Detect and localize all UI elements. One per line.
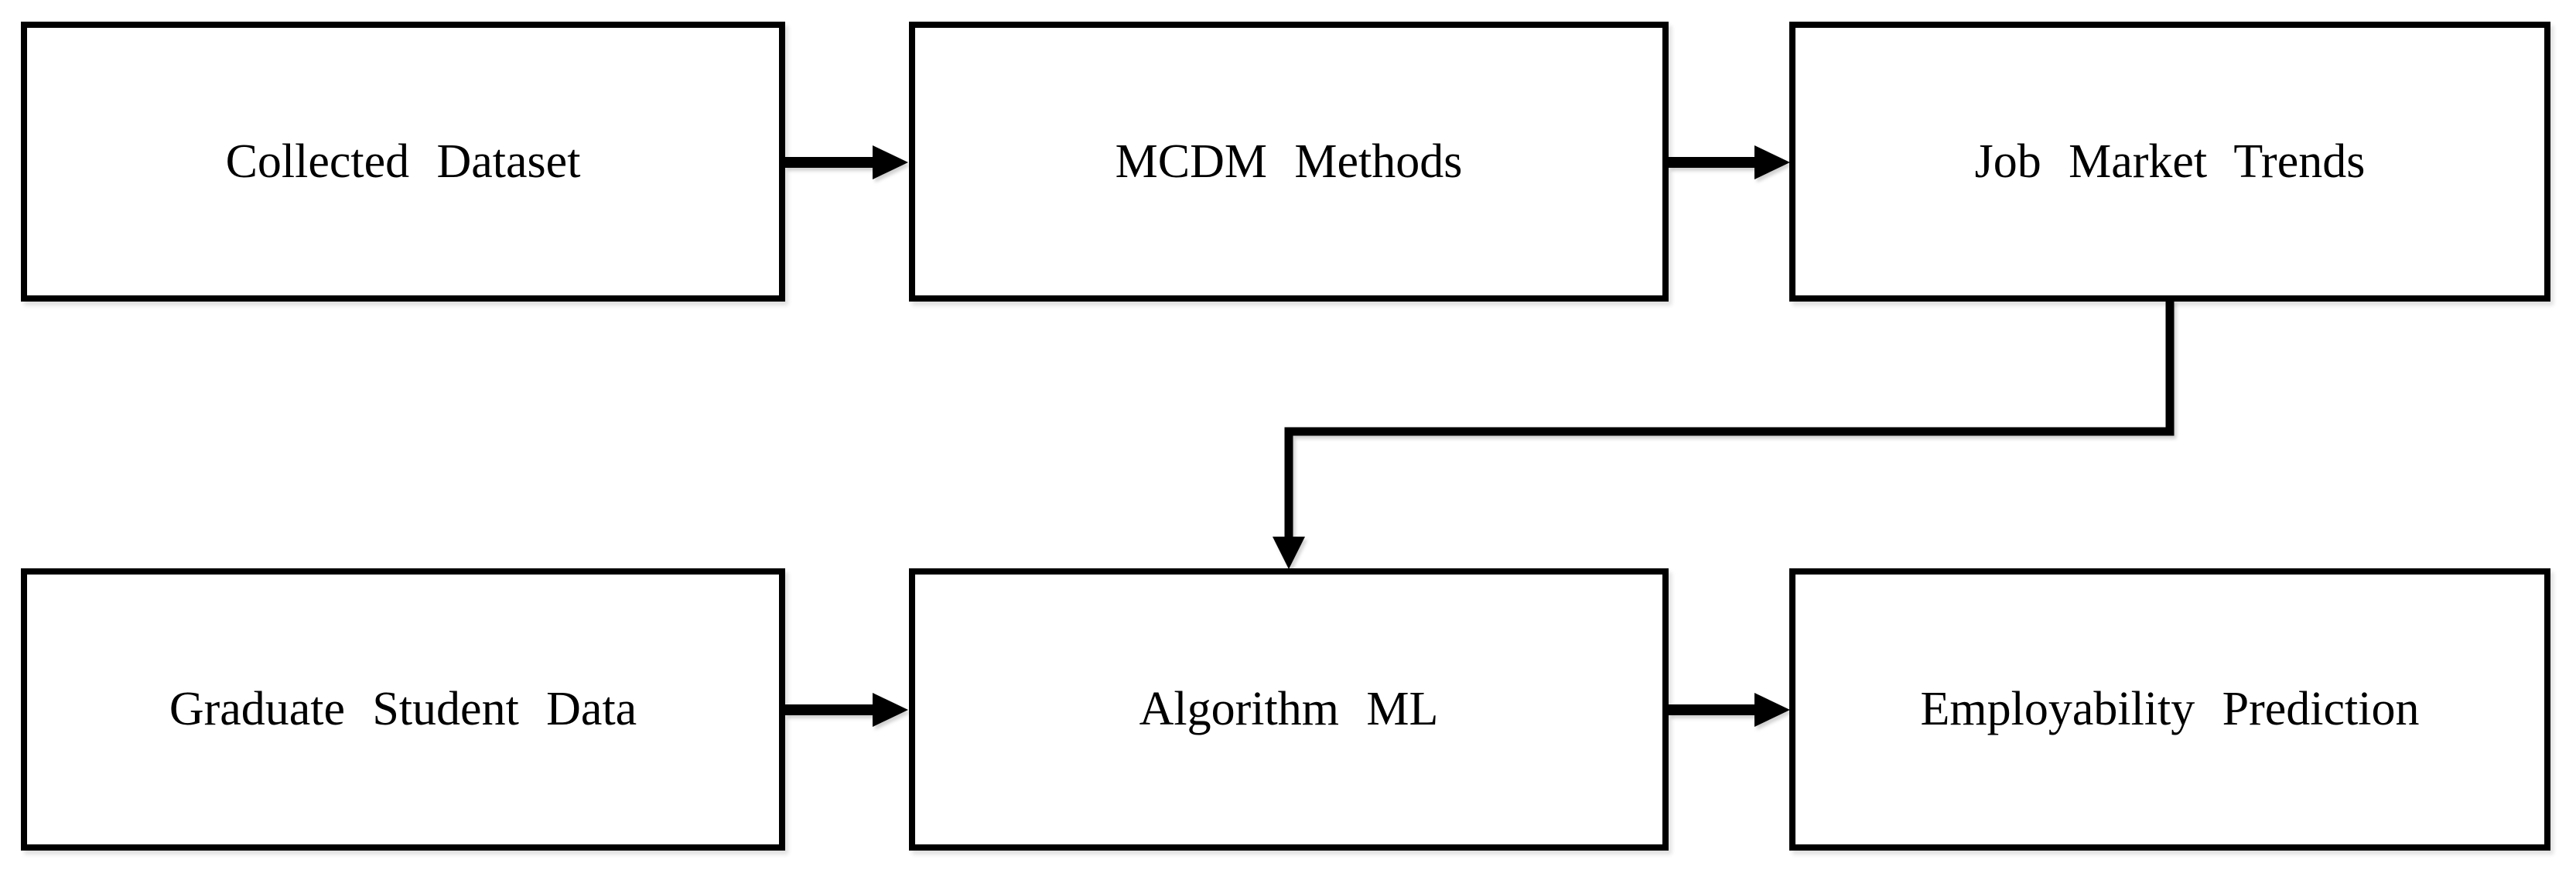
node-mcdm-methods-label: MCDM Methods xyxy=(1115,135,1463,188)
arrow-mcdm-methods-to-job-market-trends xyxy=(1669,145,1790,179)
node-employability-prediction-label: Employability Prediction xyxy=(1920,683,2420,736)
node-collected-dataset-label: Collected Dataset xyxy=(225,135,581,188)
node-mcdm-methods: MCDM Methods xyxy=(909,22,1669,302)
arrow-graduate-student-data-to-algorithm-ml xyxy=(785,693,908,727)
node-collected-dataset: Collected Dataset xyxy=(21,22,785,302)
arrow-collected-dataset-to-mcdm-methods xyxy=(785,145,908,179)
node-algorithm-ml: Algorithm ML xyxy=(909,568,1669,851)
node-algorithm-ml-label: Algorithm ML xyxy=(1139,683,1439,736)
arrow-algorithm-ml-to-employability-prediction xyxy=(1669,693,1790,727)
node-employability-prediction: Employability Prediction xyxy=(1789,568,2550,851)
node-graduate-student-data: Graduate Student Data xyxy=(21,568,785,851)
node-graduate-student-data-label: Graduate Student Data xyxy=(169,683,637,736)
node-job-market-trends-label: Job Market Trends xyxy=(1974,135,2366,188)
connector-job-market-trends-to-algorithm-ml xyxy=(1273,300,2175,569)
node-job-market-trends: Job Market Trends xyxy=(1789,22,2550,302)
